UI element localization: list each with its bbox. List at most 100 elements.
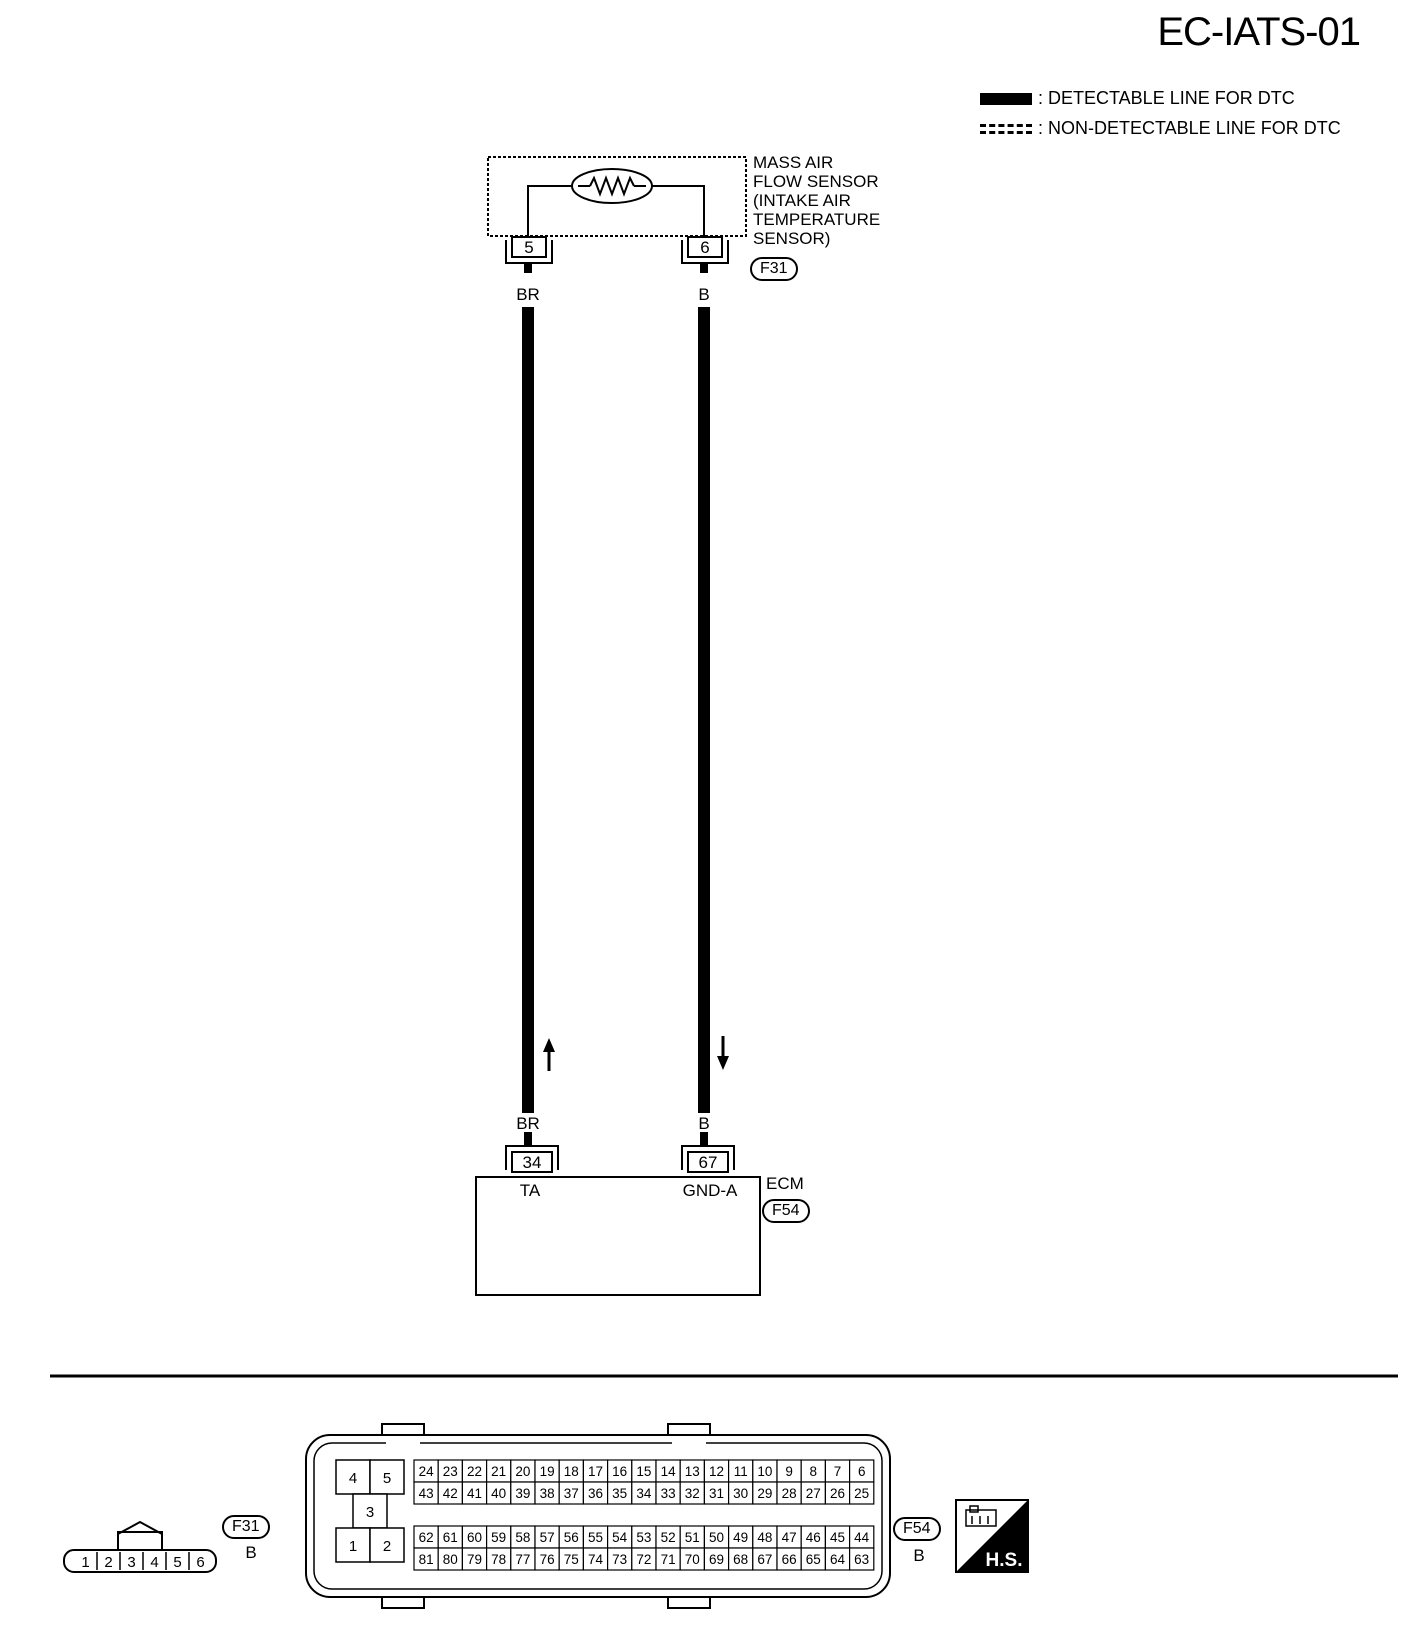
f54-pin-label: 39 bbox=[515, 1486, 530, 1501]
f54-pin-label: 22 bbox=[467, 1464, 482, 1479]
wire-br bbox=[522, 307, 534, 1113]
f54-pin-label: 57 bbox=[540, 1530, 555, 1545]
sensor-internal-wire-left bbox=[527, 185, 572, 248]
f54-pin-label: 52 bbox=[661, 1530, 676, 1545]
page-title: EC-IATS-01 bbox=[1157, 10, 1361, 54]
f54-pin-label: 76 bbox=[540, 1552, 555, 1567]
sensor-label-line: MASS AIR bbox=[753, 153, 834, 172]
f54-pin-label: 59 bbox=[491, 1530, 506, 1545]
f54-pin-label: 28 bbox=[782, 1486, 797, 1501]
ecm-connector-id: F54 bbox=[762, 1199, 810, 1223]
f31-face-color: B bbox=[245, 1543, 257, 1562]
f54-pin-label: 51 bbox=[685, 1530, 700, 1545]
f54-left-pin-cell bbox=[369, 1459, 405, 1495]
legend-non-detectable: : NON-DETECTABLE LINE FOR DTC bbox=[980, 118, 1341, 139]
f54-pin-label: 65 bbox=[806, 1552, 821, 1567]
sensor-label-line: SENSOR) bbox=[753, 229, 831, 248]
f54-pin-label: 64 bbox=[830, 1552, 846, 1567]
f54-pin-label: 79 bbox=[467, 1552, 482, 1567]
f54-left-pin-cell bbox=[369, 1527, 405, 1563]
f54-pin-label: 20 bbox=[515, 1464, 530, 1479]
wire-b-color-bottom: B bbox=[698, 1114, 710, 1133]
wire-b bbox=[698, 307, 710, 1113]
f54-pin-label: 18 bbox=[564, 1464, 579, 1479]
sensor-pin-5-box bbox=[511, 236, 547, 258]
f54-pin-label: 31 bbox=[709, 1486, 724, 1501]
sensor-pin-6-box bbox=[687, 236, 723, 258]
f54-pin-label: 42 bbox=[443, 1486, 458, 1501]
f54-pin-label: 72 bbox=[636, 1552, 651, 1567]
f54-left-pin-label: 5 bbox=[383, 1470, 391, 1487]
f54-pin-label: 46 bbox=[806, 1530, 821, 1545]
f54-pin-label: 35 bbox=[612, 1486, 627, 1501]
wire-br-color-bottom: BR bbox=[516, 1114, 540, 1133]
f54-pin-label: 14 bbox=[661, 1464, 677, 1479]
sensor-pin-6-number: 6 bbox=[700, 238, 710, 257]
sensor-label-line: TEMPERATURE bbox=[753, 210, 881, 229]
f54-pin-label: 36 bbox=[588, 1486, 603, 1501]
ecm-box bbox=[475, 1176, 761, 1296]
ecm-pin-67-housing bbox=[681, 1145, 735, 1170]
hs-label: H.S. bbox=[986, 1550, 1023, 1571]
f54-pin-label: 58 bbox=[515, 1530, 530, 1545]
ecm-terminal-ta: TA bbox=[519, 1181, 541, 1200]
f54-left-pin-label: 3 bbox=[366, 1504, 374, 1521]
f54-pin-label: 78 bbox=[491, 1552, 506, 1567]
f54-pin-label: 44 bbox=[854, 1530, 870, 1545]
f54-pin-label: 41 bbox=[467, 1486, 482, 1501]
f54-pin-label: 40 bbox=[491, 1486, 506, 1501]
f54-pin-label: 9 bbox=[785, 1464, 793, 1479]
non-detectable-line-swatch bbox=[980, 123, 1032, 134]
sensor-internal-wire-right bbox=[652, 185, 705, 248]
f54-pin-label: 13 bbox=[685, 1464, 700, 1479]
f54-pin-label: 73 bbox=[612, 1552, 627, 1567]
f54-pin-label: 66 bbox=[782, 1552, 797, 1567]
f54-pin-label: 67 bbox=[757, 1552, 772, 1567]
f54-pin-label: 16 bbox=[612, 1464, 627, 1479]
legend-detectable-label: : DETECTABLE LINE FOR DTC bbox=[1038, 88, 1295, 108]
mass-air-flow-sensor-box bbox=[487, 156, 747, 237]
f54-pin-label: 26 bbox=[830, 1486, 845, 1501]
sensor-connector-id: F31 bbox=[750, 257, 798, 281]
f54-pin-label: 25 bbox=[854, 1486, 869, 1501]
f54-pin-label: 75 bbox=[564, 1552, 579, 1567]
f54-pin-label: 15 bbox=[636, 1464, 651, 1479]
f31-face-connector-id: F31 bbox=[222, 1515, 270, 1539]
f54-pin-label: 81 bbox=[419, 1552, 434, 1567]
f54-pin-cell bbox=[848, 1547, 875, 1571]
ecm-terminal-gnd-a: GND-A bbox=[682, 1181, 738, 1200]
f54-pin-label: 45 bbox=[830, 1530, 845, 1545]
resistor-zigzag-icon bbox=[589, 175, 635, 197]
f54-pin-label: 54 bbox=[612, 1530, 628, 1545]
ecm-pin-34-box bbox=[511, 1151, 553, 1173]
f54-pin-label: 32 bbox=[685, 1486, 700, 1501]
f54-pin-label: 56 bbox=[564, 1530, 579, 1545]
f54-pin-label: 27 bbox=[806, 1486, 821, 1501]
signal-arrow-up-icon bbox=[543, 1038, 555, 1071]
ecm-pin-67-box bbox=[687, 1151, 729, 1173]
f54-pin-label: 8 bbox=[810, 1464, 818, 1479]
f54-pin-label: 53 bbox=[636, 1530, 651, 1545]
f54-pin-label: 10 bbox=[757, 1464, 772, 1479]
ecm-pin-34-housing bbox=[505, 1145, 559, 1170]
f54-pin-label: 30 bbox=[733, 1486, 748, 1501]
f54-pin-label: 80 bbox=[443, 1552, 458, 1567]
thermistor-symbol bbox=[571, 168, 653, 204]
f54-pin-label: 33 bbox=[661, 1486, 676, 1501]
detectable-line-swatch bbox=[980, 92, 1032, 105]
f54-left-pin-label: 4 bbox=[349, 1470, 357, 1487]
ecm-pin-34-number: 34 bbox=[522, 1153, 542, 1172]
f54-pin-label: 19 bbox=[540, 1464, 555, 1479]
f54-pin-label: 55 bbox=[588, 1530, 603, 1545]
f54-pin-label: 69 bbox=[709, 1552, 724, 1567]
f54-face-connector-id: F54 bbox=[893, 1517, 941, 1541]
f54-pin-label: 21 bbox=[491, 1464, 506, 1479]
sensor-pin-5-number: 5 bbox=[524, 238, 534, 257]
f54-pin-label: 34 bbox=[636, 1486, 652, 1501]
f54-pin-label: 29 bbox=[757, 1486, 772, 1501]
f54-pin-cell bbox=[848, 1481, 875, 1505]
signal-arrow-down-icon bbox=[717, 1036, 729, 1070]
f54-pin-label: 68 bbox=[733, 1552, 748, 1567]
